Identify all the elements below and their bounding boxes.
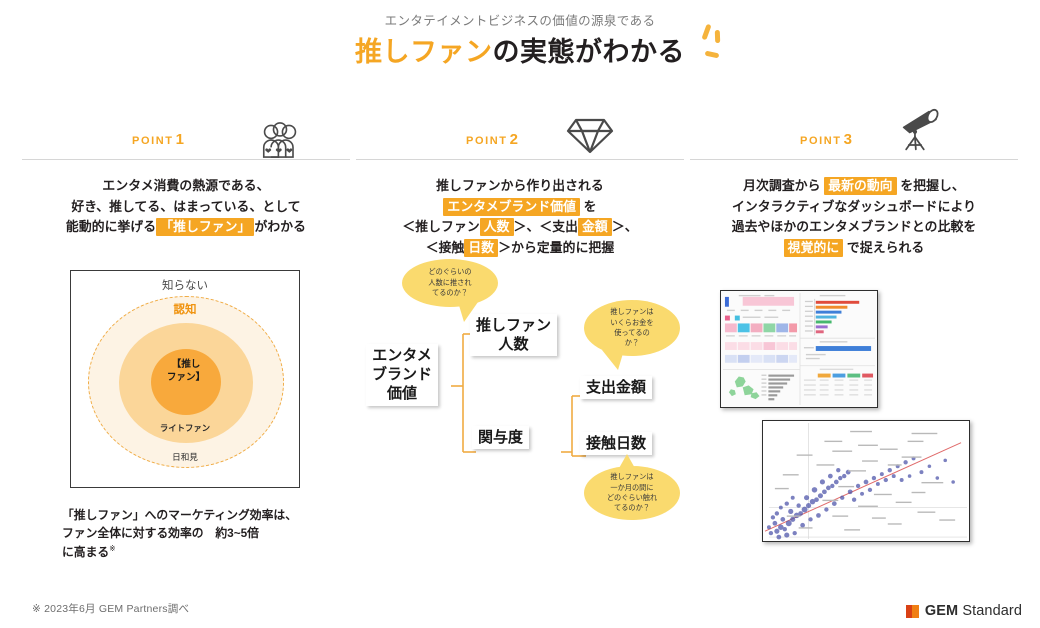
brand-value-tree: エンタメ ブランド 価値 推しファン 人数 関与度 支出金額 接触日数 どのぐら… — [356, 256, 684, 556]
label-core-fan-line2: ファン】 — [166, 371, 206, 383]
point-1-line-1: エンタメ消費の熱源である、 — [102, 178, 270, 193]
diamond-icon — [564, 112, 616, 156]
speech-bubble-spend-text: 推しファンは いくらお金を 使ってるの か？ — [610, 307, 654, 348]
point-1-number: 1 — [175, 131, 184, 148]
page-title: 推しファンの実態がわかる — [355, 36, 685, 70]
speech-bubble-fan-count: どのぐらいの 人数に推され てるのか？ — [402, 259, 498, 322]
point-3-highlight-1: 最新の動向 — [824, 177, 897, 195]
people-hearts-icon — [254, 118, 306, 162]
sparkle-icon-3 — [704, 50, 720, 59]
point-3-number: 3 — [843, 131, 852, 148]
label-unaware: 知らない — [162, 280, 208, 292]
point-3-description: 月次調査から 最新の動向 を把握し、 インタラクティブなダッシュボードにより 過… — [690, 176, 1018, 259]
point-2-highlight-2: 人数 — [479, 218, 514, 237]
point-1-description: エンタメ消費の熱源である、 好き、推してる、はまっている、として 能動的に挙げる… — [22, 176, 350, 238]
point-2-number: 2 — [509, 131, 518, 148]
tree-node-engagement: 関与度 — [472, 426, 530, 450]
point-2-line-4: ＜接触日数＞から定量的に把握 — [425, 239, 615, 258]
speech-bubble-contact-text: 推しファンは 一か月の間に どのぐらい触れ てるのか？ — [606, 472, 658, 513]
note-line-3: に高まる※ — [62, 543, 116, 559]
point-1-highlight: 「推しファン」 — [156, 218, 255, 237]
point-2-highlight-4: 日数 — [464, 239, 499, 258]
brand-logo: GEM Standard — [905, 603, 1022, 619]
brand-name-bold: GEM — [924, 603, 959, 619]
marketing-efficiency-note: 「推しファン」へのマーケティング効率は、 ファン全体に対する効率の 約3~5倍 … — [62, 506, 332, 561]
brand-name: GEM Standard — [925, 603, 1022, 619]
point-2-highlight-3: 金額 — [578, 218, 612, 237]
note-line-1: 「推しファン」へのマーケティング効率は、 — [62, 508, 297, 522]
label-light-fan: ライトファン — [159, 423, 211, 433]
core-fan-ring — [151, 349, 221, 415]
sparkle-icon-2 — [714, 29, 721, 44]
scatter-plot-screenshot[interactable] — [762, 420, 970, 542]
point-1-line-2: 好き、推してる、はまっている、として — [71, 198, 301, 214]
tree-node-fan-count-line2: 人数 — [498, 336, 529, 354]
fan-layers-diagram: 知らない 認知 ライトファン 日和見 【推し ファン】 — [70, 270, 300, 488]
label-core-fan-line1: 【推し — [171, 359, 201, 370]
gem-standard-mark-icon — [905, 604, 919, 618]
tree-node-fan-count-line1: 推しファン — [476, 317, 552, 334]
tree-node-brand-value: エンタメ ブランド 価値 — [366, 344, 439, 406]
dashboard-screenshot[interactable] — [720, 290, 878, 408]
label-core-fan: 【推し ファン】 — [151, 359, 221, 385]
source-footnote: ※ 2023年6月 GEM Partners調べ — [32, 603, 190, 615]
tree-node-brand-value-line3: 価値 — [387, 385, 418, 403]
tree-node-spend-amount: 支出金額 — [580, 376, 653, 400]
note-line-2: ファン全体に対する効率の 約3~5倍 — [62, 526, 259, 541]
point-2-line-2: エンタメブランド価値 を — [356, 197, 684, 218]
point-3-line-3: 過去やほかのエンタメブランドとの比較を — [731, 219, 977, 235]
speech-bubble-contact: 推しファンは 一か月の間に どのぐらい触れ てるのか？ — [584, 454, 680, 520]
label-opportunist: 日和見 — [172, 452, 198, 462]
label-awareness: 認知 — [173, 304, 197, 316]
point-3-line-4: 視覚的に で捉えられる — [690, 238, 1018, 259]
point-2-line-3: ＜推しファン人数＞、＜支出金額＞、 — [402, 218, 638, 237]
point-3-line-2: インタラクティブなダッシュボードにより — [731, 198, 977, 214]
telescope-icon — [896, 108, 948, 152]
tree-node-fan-count: 推しファン 人数 — [470, 314, 558, 357]
speech-bubble-fan-count-text: どのぐらいの 人数に推され てるのか？ — [428, 267, 472, 298]
page-title-highlight: 推しファン — [355, 37, 493, 67]
speech-bubble-spend: 推しファンは いくらお金を 使ってるの か？ — [584, 300, 680, 370]
point-3-line-1: 月次調査から 最新の動向 を把握し、 — [743, 177, 965, 195]
point-2-highlight-1: エンタメブランド価値 — [443, 197, 581, 216]
page-title-rest: の実態がわかる — [492, 37, 685, 67]
slide-header: エンタテイメントビジネスの価値の源泉である 推しファンの実態がわかる — [0, 14, 1040, 70]
note-asterisk: ※ — [109, 543, 116, 553]
header-title-wrap: 推しファンの実態がわかる — [355, 23, 721, 70]
point-1-line-3: 能動的に挙げる「推しファン」がわかる — [65, 218, 307, 237]
tree-node-brand-value-line1: エンタメ — [372, 347, 432, 364]
point-2-line-1: 推しファンから作り出される — [436, 178, 604, 193]
tree-node-contact-days: 接触日数 — [580, 432, 653, 456]
tree-node-brand-value-line2: ブランド — [372, 366, 433, 384]
point-2-description: 推しファンから作り出される エンタメブランド価値 を ＜推しファン人数＞、＜支出… — [356, 176, 684, 259]
header-subtitle: エンタテイメントビジネスの価値の源泉である — [384, 14, 656, 28]
point-3-highlight-2: 視覚的に — [783, 239, 844, 258]
brand-name-light: Standard — [958, 603, 1022, 619]
